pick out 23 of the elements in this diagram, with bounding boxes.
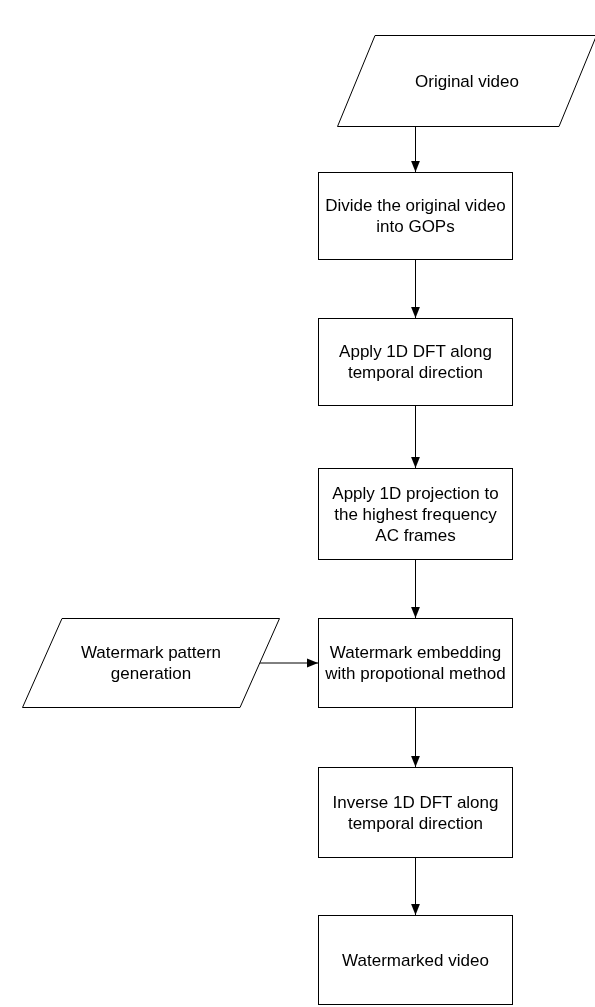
node-label: Watermark embedding with propotional method <box>325 642 506 684</box>
arrow <box>411 405 420 469</box>
input-output-parallelogram <box>337 35 595 127</box>
arrow <box>411 259 420 319</box>
arrow <box>411 126 420 173</box>
node-label: Apply 1D projection to the highest frequency AC frames <box>331 482 500 546</box>
process-box <box>318 468 513 560</box>
process-box <box>318 915 513 1005</box>
node-label: Watermark pattern generation <box>79 642 223 684</box>
node-label: Divide the original video into GOPs <box>325 195 506 237</box>
node-label: Watermarked video <box>342 949 489 971</box>
process-box <box>318 318 513 406</box>
node-label: Inverse 1D DFT along temporal direction <box>331 791 500 834</box>
input-output-parallelogram <box>22 618 280 708</box>
arrow <box>411 559 420 619</box>
process-box <box>318 172 513 260</box>
node-label: Apply 1D DFT along temporal direction <box>338 341 493 383</box>
process-box <box>318 618 513 708</box>
arrow <box>411 857 420 916</box>
process-box <box>318 767 513 858</box>
arrow <box>411 707 420 768</box>
arrow <box>259 658 319 668</box>
node-label: Original video <box>415 70 519 92</box>
